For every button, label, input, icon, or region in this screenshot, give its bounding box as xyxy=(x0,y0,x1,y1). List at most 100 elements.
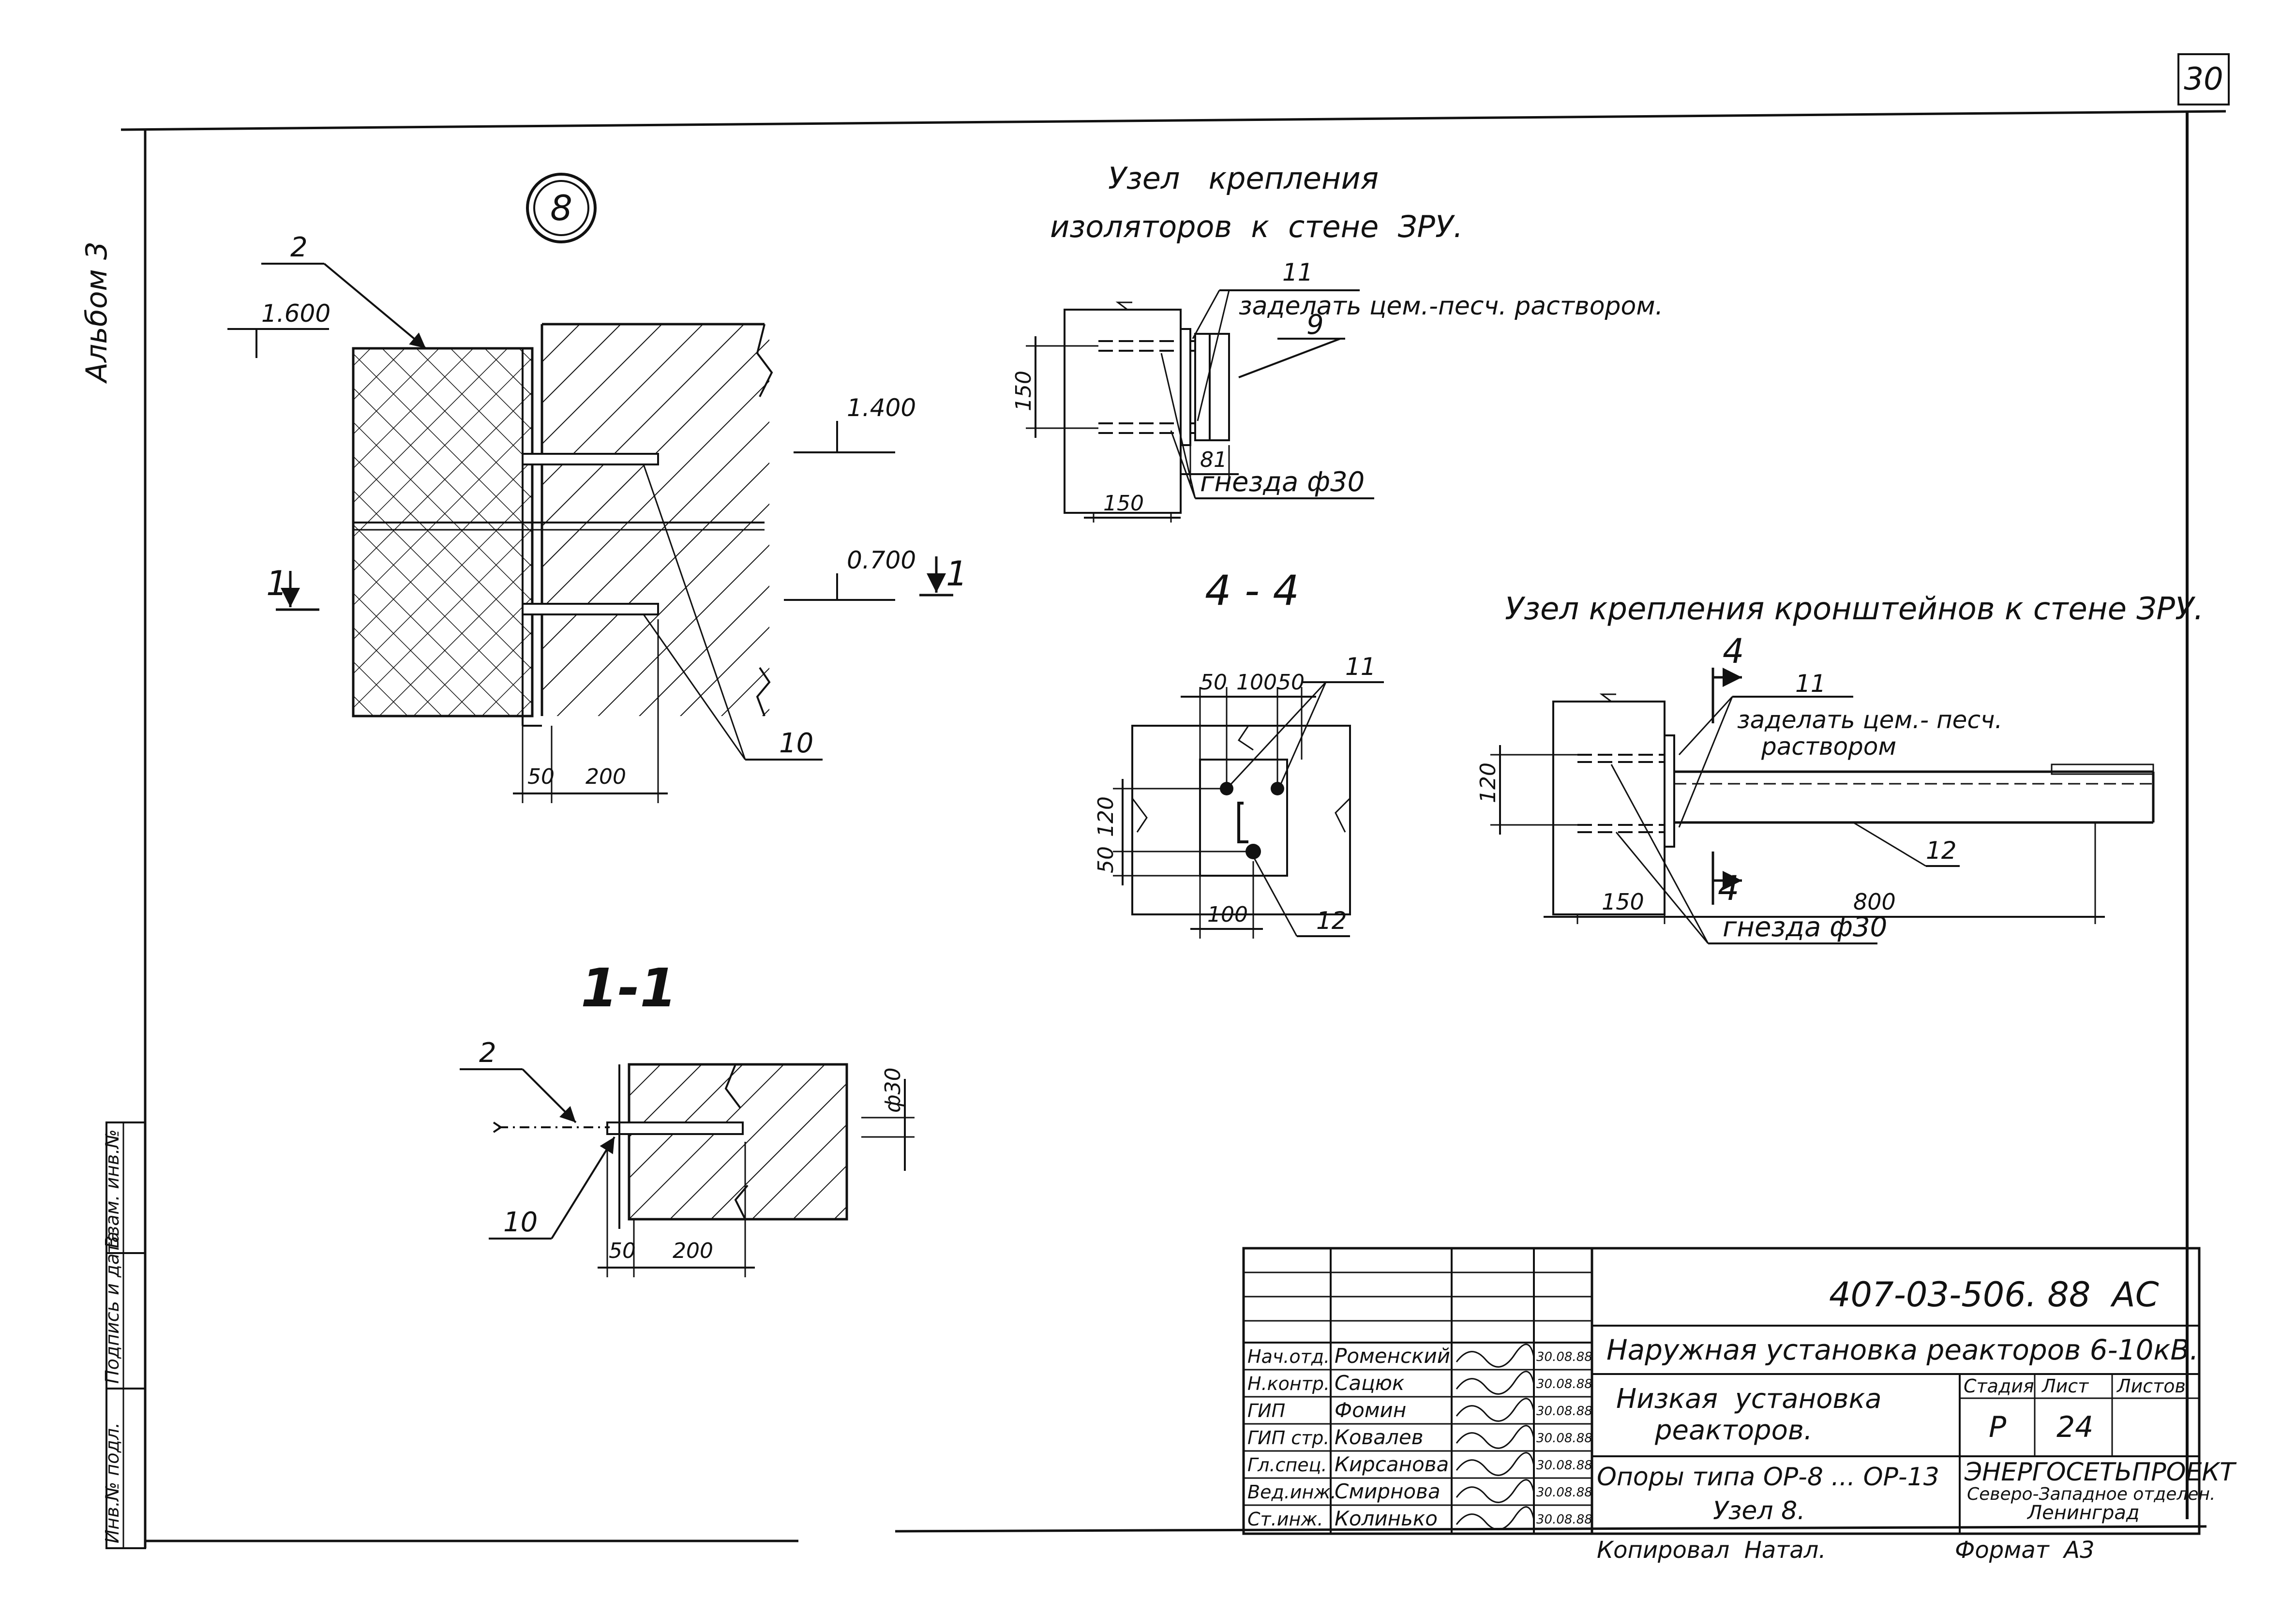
elev-1400: 1.400 xyxy=(847,394,916,422)
insulator-node-sockets: гнезда ф30 xyxy=(1200,466,1365,498)
title-sheet-1: Опоры типа ОР-8 ... ОР-13 xyxy=(1597,1463,1939,1492)
title-org-1: ЭНЕРГОСЕТЬПРОЕКТ xyxy=(1964,1458,2237,1487)
section-4-4-dim-50: 50 xyxy=(1094,846,1118,873)
bracket-node-cut-top: 4 xyxy=(1723,631,1744,671)
album-label: Альбом 3 xyxy=(80,241,114,384)
node-8-dim-50: 50 xyxy=(527,764,555,789)
bracket-node-dim-800: 800 xyxy=(1853,889,1896,915)
section-4-4-dim-top-1: 50 xyxy=(1200,670,1227,695)
insulator-node-title-2: изоляторов к стене ЗРУ. xyxy=(1050,209,1463,244)
bracket-node-drawing: Узел крепления кронштейнов к стене ЗРУ. … xyxy=(1476,591,2204,944)
signature-date: 30.08.88 xyxy=(1536,1512,1592,1527)
insulator-node-dim-81: 81 xyxy=(1200,448,1227,472)
signature-mark xyxy=(1456,1506,1535,1530)
insulator-node-dim-150h: 150 xyxy=(1103,491,1144,516)
node-8-drawing: 8 2 10 1.600 1.400 0.700 xyxy=(227,173,968,803)
section-4-4-dim-100: 100 xyxy=(1207,902,1248,927)
sheet-frame xyxy=(120,110,2226,1548)
elev-0700: 0.700 xyxy=(847,546,916,574)
section-1-1-label-2: 2 xyxy=(479,1037,496,1069)
title-doc-code: 407-03-506. 88 АС xyxy=(1829,1275,2159,1315)
signature-date: 30.08.88 xyxy=(1536,1350,1592,1364)
signature-date: 30.08.88 xyxy=(1536,1485,1592,1500)
signature-date: 30.08.88 xyxy=(1536,1431,1592,1446)
bracket-node-sockets: гнезда ф30 xyxy=(1723,912,1887,943)
title-copied: Копировал Натал. xyxy=(1597,1537,1826,1564)
bracket-node-dim-150: 150 xyxy=(1602,889,1644,915)
signature-name: Кирсанова xyxy=(1335,1452,1449,1476)
page-number-text: 30 xyxy=(2184,61,2223,97)
signature-role: Н.контр. xyxy=(1247,1373,1330,1394)
section-1-1-drawing: 1-1 2 10 ф30 50 200 xyxy=(460,957,915,1277)
signature-role: Гл.спец. xyxy=(1247,1454,1327,1476)
section-4-4-title: 4 - 4 xyxy=(1205,567,1299,615)
side-stamp-sign: Подпись и дата xyxy=(102,1231,123,1384)
title-org-3: Ленинград xyxy=(2026,1502,2140,1524)
node-8-label-10: 10 xyxy=(779,728,813,759)
title-head-sheet: Лист xyxy=(2041,1375,2089,1397)
elev-1600: 1.600 xyxy=(261,299,330,328)
section-4-4-label-12: 12 xyxy=(1316,907,1347,935)
section-1-1-dim-50: 50 xyxy=(609,1239,636,1263)
section-1-1-dim-200: 200 xyxy=(673,1239,713,1263)
insulator-node-label-9: 9 xyxy=(1306,309,1324,341)
title-org-2: Северо-Западное отделен. xyxy=(1967,1484,2215,1504)
insulator-node-drawing: Узел крепления изоляторов к стене ЗРУ. 1… xyxy=(1011,161,1663,523)
bracket-node-note-2: раствором xyxy=(1761,732,1896,761)
side-stamp-inv: Инв.№ подл. xyxy=(102,1422,123,1543)
title-block: 407-03-506. 88 АС Наружная установка реа… xyxy=(1242,1247,2237,1564)
signature-name: Колинько xyxy=(1335,1507,1438,1530)
signature-role: ГИП xyxy=(1247,1400,1285,1421)
signature-date: 30.08.88 xyxy=(1536,1404,1592,1419)
signature-role: ГИП стр. xyxy=(1247,1427,1329,1449)
title-sheet-2: Узел 8. xyxy=(1713,1496,1805,1525)
bracket-node-note-1: заделать цем.- песч. xyxy=(1737,706,2002,734)
section-4-4-dim-top-3: 50 xyxy=(1277,670,1305,695)
title-format: Формат А3 xyxy=(1955,1537,2095,1564)
section-1-1-title: 1-1 xyxy=(581,957,677,1019)
title-sheet-no: 24 xyxy=(2056,1410,2093,1444)
node-8-cut-right: 1 xyxy=(946,554,968,594)
bracket-node-title: Узел крепления кронштейнов к стене ЗРУ. xyxy=(1505,591,2204,627)
section-4-4-label-11: 11 xyxy=(1345,653,1376,681)
signature-name: Фомин xyxy=(1335,1398,1406,1422)
insulator-node-title-1: Узел крепления xyxy=(1108,161,1379,196)
signature-name: Роменский xyxy=(1335,1344,1450,1368)
signature-role: Нач.отд. xyxy=(1247,1346,1330,1367)
signature-mark xyxy=(1456,1452,1535,1476)
signature-mark xyxy=(1456,1371,1535,1395)
signature-role: Вед.инж. xyxy=(1247,1481,1336,1503)
title-head-sheets: Листов xyxy=(2116,1375,2186,1397)
insulator-node-label-11: 11 xyxy=(1282,258,1313,286)
signature-date: 30.08.88 xyxy=(1536,1377,1592,1391)
section-4-4-dim-120: 120 xyxy=(1094,796,1118,837)
signature-mark xyxy=(1456,1425,1535,1449)
signature-name: Смирнова xyxy=(1335,1480,1441,1503)
node-8-dim-200: 200 xyxy=(585,764,626,789)
signature-role: Ст.инж. xyxy=(1247,1509,1323,1530)
page-number: 30 xyxy=(2177,53,2230,105)
bracket-node-label-11: 11 xyxy=(1795,670,1826,698)
signature-name: Ковалев xyxy=(1335,1425,1423,1449)
signature-date: 30.08.88 xyxy=(1536,1458,1592,1473)
section-4-4-drawing: 4 - 4 50 100 50 11 120 50 100 12 xyxy=(1094,567,1384,939)
insulator-node-note: заделать цем.-песч. раствором. xyxy=(1239,292,1663,321)
section-4-4-dim-top-2: 100 xyxy=(1236,670,1277,695)
title-object-2: реакторов. xyxy=(1654,1415,1813,1446)
title-stage: Р xyxy=(1989,1410,2007,1444)
insulator-node-dim-150v: 150 xyxy=(1011,371,1036,411)
bracket-node-label-12: 12 xyxy=(1926,837,1957,865)
signature-mark xyxy=(1456,1344,1535,1368)
node-8-cut-left: 1 xyxy=(266,564,288,603)
bracket-node-cut-bottom: 4 xyxy=(1718,868,1740,908)
signature-mark xyxy=(1456,1479,1535,1503)
section-1-1-dim-phi30: ф30 xyxy=(881,1067,905,1113)
side-stamp-vzam: Взам. инв.№ xyxy=(102,1129,123,1248)
bracket-node-dim-120: 120 xyxy=(1476,762,1501,803)
section-1-1-label-10: 10 xyxy=(503,1207,538,1238)
title-object-1: Низкая установка xyxy=(1616,1383,1882,1415)
side-stamp: Взам. инв.№ Подпись и дата Инв.№ подл. xyxy=(102,1121,146,1549)
title-project: Наружная установка реакторов 6-10кВ. xyxy=(1606,1333,2199,1366)
